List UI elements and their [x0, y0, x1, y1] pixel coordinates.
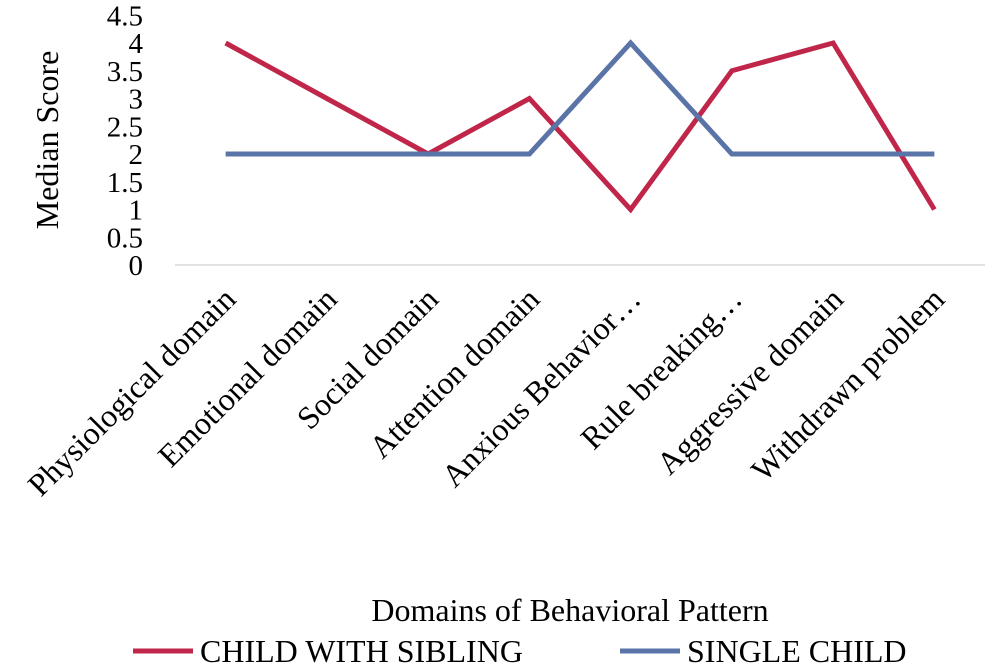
y-tick-label: 0.5: [107, 222, 143, 254]
x-category-label: Aggressive domain: [649, 280, 850, 481]
x-category-label: Attention domain: [362, 280, 546, 464]
legend: CHILD WITH SIBLING SINGLE CHILD: [133, 633, 907, 669]
y-axis-ticks: 00.511.522.533.544.5: [107, 0, 144, 282]
y-tick-label: 2: [129, 139, 144, 171]
y-tick-label: 0: [129, 250, 144, 282]
y-tick-label: 1: [129, 195, 144, 227]
y-tick-label: 3: [129, 84, 144, 116]
x-axis-title: Domains of Behavioral Pattern: [371, 592, 768, 628]
y-tick-label: 4.5: [107, 0, 143, 32]
y-tick-label: 2.5: [107, 111, 143, 143]
y-tick-label: 1.5: [107, 167, 143, 199]
legend-label: SINGLE CHILD: [687, 633, 907, 667]
series-lines: [224, 39, 937, 214]
y-tick-label: 3.5: [107, 56, 143, 88]
y-axis-title: Median Score: [29, 51, 65, 230]
y-tick-label: 4: [129, 28, 144, 60]
x-category-label: Withdrawn problem: [744, 280, 951, 487]
series-line-2: [225, 39, 935, 157]
series-line-1: [224, 40, 937, 214]
x-category-label: Emotional domain: [151, 280, 344, 473]
legend-label: CHILD WITH SIBLING: [200, 633, 523, 667]
